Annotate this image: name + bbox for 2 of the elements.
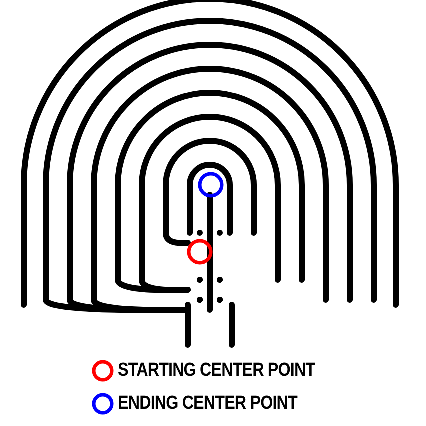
legend-label: ENDING CENTER POINT [118,393,298,415]
legend-label: STARTING CENTER POINT [118,360,316,382]
